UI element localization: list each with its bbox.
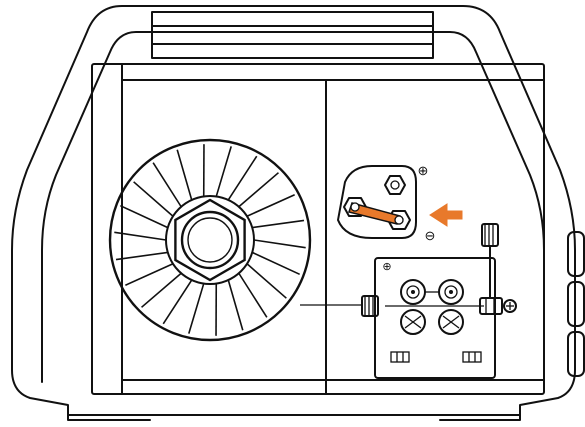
spool-spoke [238, 172, 279, 208]
feeder-positive-symbol: ⊕ [382, 261, 391, 273]
spool-rim [108, 138, 312, 342]
spool-spoke [120, 204, 169, 229]
spool-spoke [227, 279, 244, 331]
spool-spoke [246, 263, 287, 299]
spool-spoke [246, 193, 295, 217]
spool-spoke [253, 239, 306, 249]
spool-spoke [215, 146, 232, 197]
positive-symbol: ⊕ [418, 163, 429, 178]
wire-feeder-icon: ⊕ [361, 223, 499, 379]
spool-spoke [188, 283, 205, 334]
spool-icon [108, 138, 312, 342]
spool-hub-hexagon [174, 198, 246, 282]
machine-shell [11, 5, 585, 421]
spool-spoke [227, 155, 258, 201]
polarity-terminal-icon [337, 165, 417, 239]
spool-spoke [238, 272, 268, 318]
spool-spoke [176, 149, 193, 201]
spool-spoke [125, 263, 174, 287]
spool-spoke [162, 279, 193, 325]
spool-hub-core [187, 217, 233, 263]
gas-nozzle-icon [479, 297, 517, 315]
spool-spoke [133, 181, 174, 217]
spool-spoke [115, 251, 168, 261]
spool-spoke [251, 251, 300, 276]
negative-symbol: ⊖ [425, 228, 436, 243]
spool-hub-ring [180, 210, 240, 270]
spool-spoke [114, 231, 167, 241]
spool-spoke [252, 219, 305, 229]
spool-spoke [152, 162, 182, 208]
spool-spoke [141, 272, 182, 308]
arrow-icon [429, 203, 463, 227]
